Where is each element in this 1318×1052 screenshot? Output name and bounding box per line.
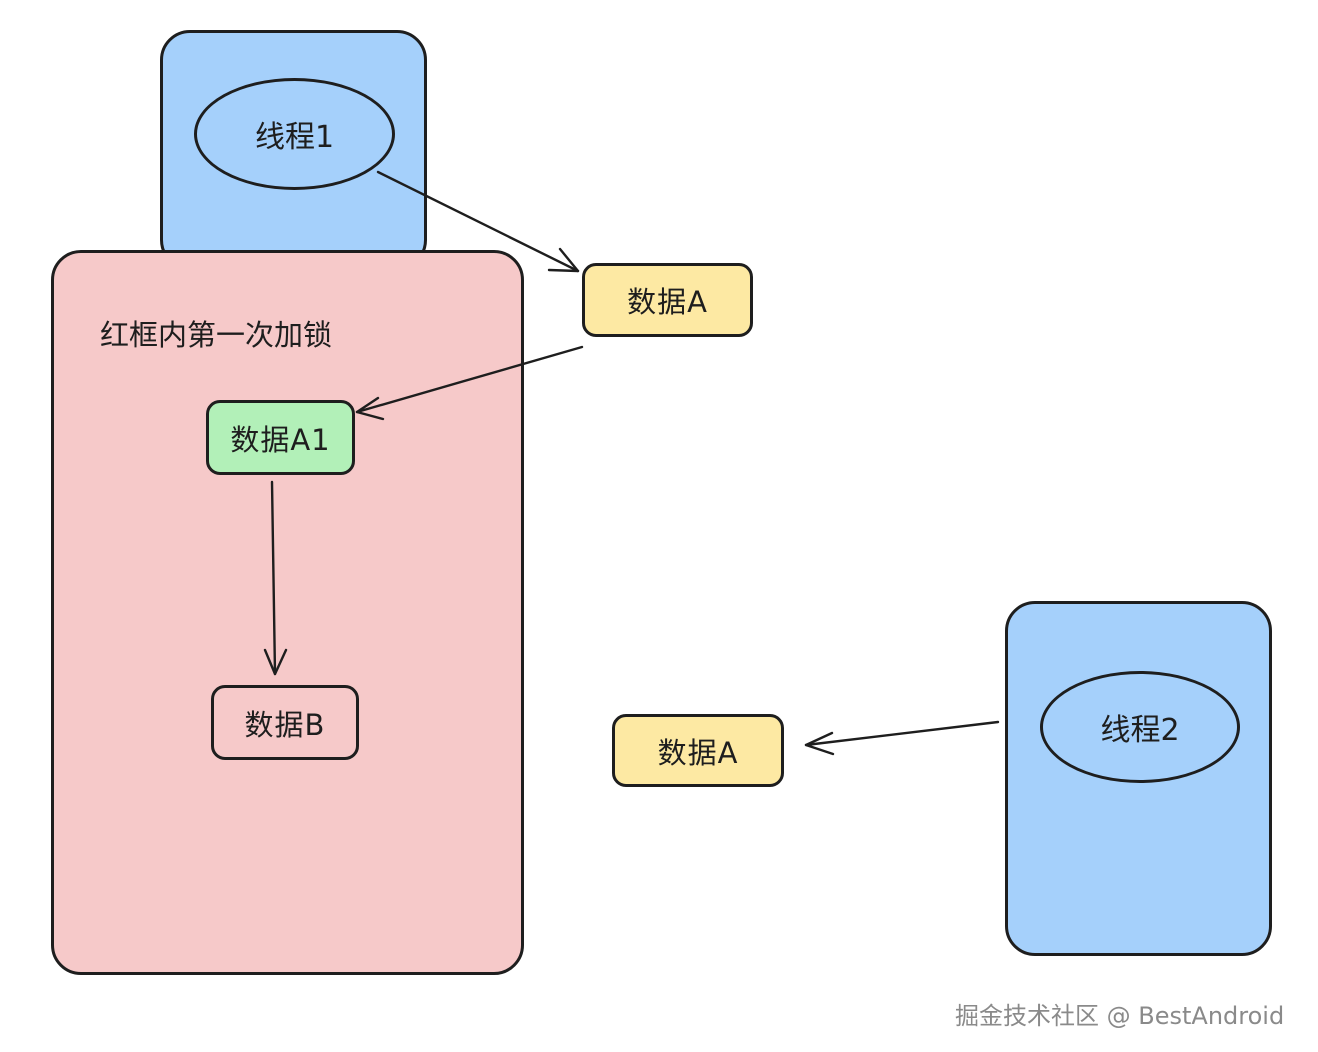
thread2-ellipse: 线程2 <box>1040 671 1240 783</box>
lock-area-label: 红框内第一次加锁 <box>100 318 333 352</box>
thread1-label: 线程1 <box>254 120 335 155</box>
data-a-bottom-label: 数据A <box>657 735 739 770</box>
arrowhead-thread1-to-data-a <box>547 247 580 273</box>
watermark-text: 掘金技术社区 @ BestAndroid <box>955 1002 1285 1030</box>
data-a1-label: 数据A1 <box>230 422 331 457</box>
arrowhead-thread2-to-data-a <box>804 731 835 756</box>
data-a-bottom-node: 数据A <box>612 714 784 787</box>
arrow-thread2-to-data-a <box>804 720 1000 747</box>
data-a1-node: 数据A1 <box>206 400 355 475</box>
data-a-top-node: 数据A <box>582 263 753 337</box>
thread1-ellipse: 线程1 <box>194 78 395 190</box>
data-b-node: 数据B <box>211 685 359 760</box>
data-a-top-label: 数据A <box>627 285 708 319</box>
thread2-label: 线程2 <box>1100 713 1180 748</box>
lock-area-box <box>51 250 524 975</box>
data-b-label: 数据B <box>244 707 326 742</box>
